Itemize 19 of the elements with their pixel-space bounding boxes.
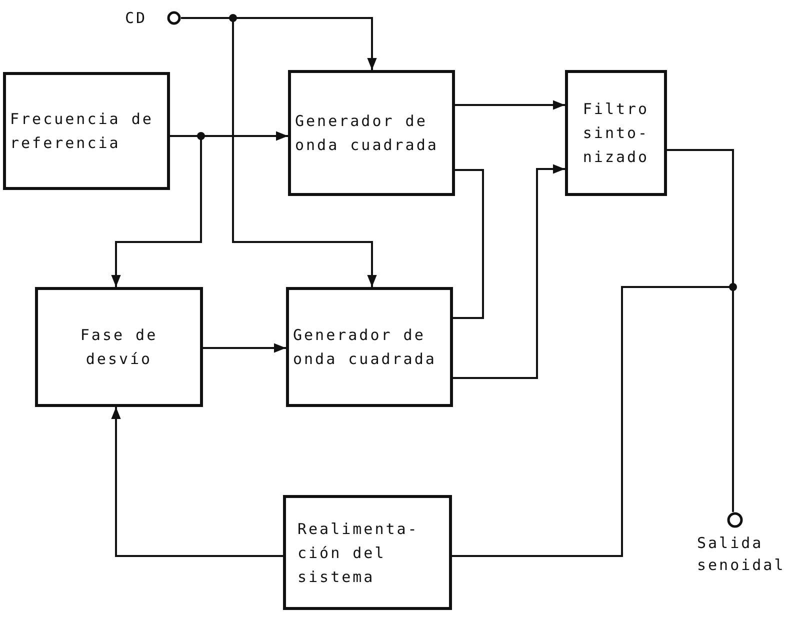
block-label: Frecuencia de referencia: [9, 109, 154, 154]
block: [35, 287, 203, 407]
connector-line: [453, 169, 484, 319]
block-label: Generador de onda cuadrada: [294, 111, 440, 156]
arrow: [455, 100, 565, 110]
terminal-label: Salida senoidal: [697, 533, 786, 576]
arrow: [453, 164, 565, 379]
block: [286, 287, 453, 407]
arrow: [203, 343, 286, 353]
block-label: Realimenta- ción del sistema: [296, 518, 420, 588]
block-label: Fase de desvío: [79, 325, 159, 370]
arrow: [111, 407, 283, 557]
terminal-label: CD: [125, 8, 148, 29]
block: [283, 495, 452, 610]
block-label: Generador de onda cuadrada: [292, 325, 438, 370]
block: [3, 72, 170, 190]
block: [565, 70, 667, 196]
block: [288, 70, 455, 196]
block-label: Filtro sinto- nizado: [582, 99, 650, 168]
